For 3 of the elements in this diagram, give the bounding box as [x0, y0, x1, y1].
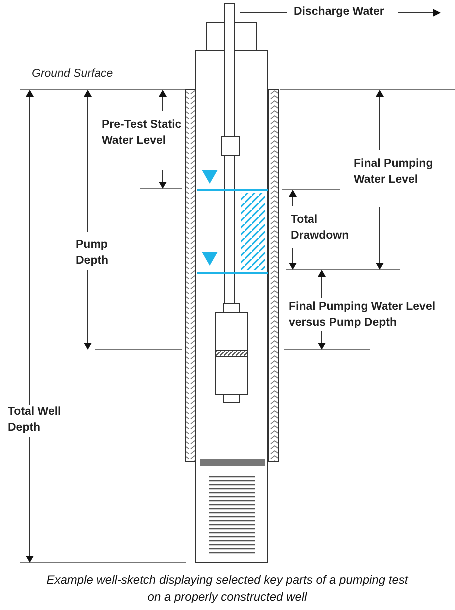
dimension-label: Discharge Water — [294, 5, 384, 20]
caption: Example well-sketch displaying selected key parts of a pumping test on a properly constructed well — [46, 572, 410, 606]
ground-surface-label: Ground Surface — [32, 67, 114, 82]
